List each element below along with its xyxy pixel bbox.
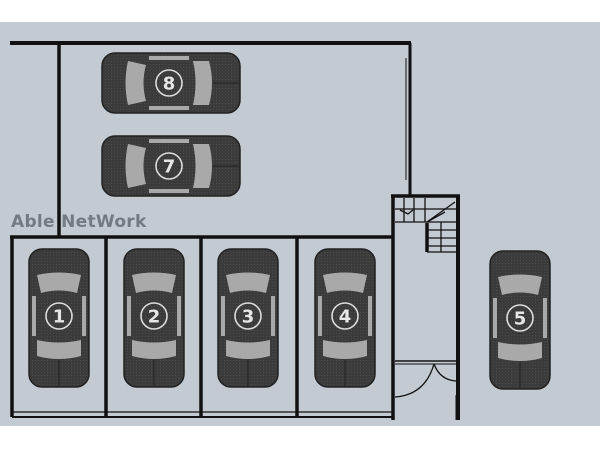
car-4: 4	[314, 248, 376, 388]
car-rear-window	[193, 61, 212, 105]
car-side-window	[543, 298, 547, 338]
upper-lot-walls	[10, 41, 412, 239]
space-number: 5	[514, 309, 527, 330]
car-rear-window	[37, 340, 81, 359]
car-1: 1	[28, 248, 90, 388]
double-door-icon	[394, 360, 457, 398]
number-circle	[155, 69, 183, 97]
car-side-window	[149, 56, 189, 60]
space-number-badge: 3	[234, 302, 262, 330]
car-windshield	[226, 272, 270, 293]
number-circle	[331, 302, 359, 330]
car-windshield	[132, 272, 176, 293]
cars: 1 2 3 4 5 7 8	[28, 52, 551, 390]
staircase-icon	[395, 198, 458, 253]
watermark: Able NetWork	[11, 212, 147, 232]
car-windshield	[498, 274, 542, 295]
car-5: 5	[489, 250, 551, 390]
space-number: 1	[53, 307, 66, 328]
space-number-badge: 7	[155, 152, 183, 180]
car-side-window	[493, 298, 497, 338]
car-rear-window	[132, 340, 176, 359]
car-side-window	[318, 296, 322, 336]
number-circle	[45, 302, 73, 330]
car-side-window	[32, 296, 36, 336]
space-number-badge: 8	[155, 69, 183, 97]
car-8: 8	[101, 52, 241, 114]
car-rear-window	[226, 340, 270, 359]
stair-building	[391, 194, 460, 420]
space-number: 8	[163, 74, 176, 95]
car-rear-window	[498, 342, 542, 361]
space-number-badge: 4	[331, 302, 359, 330]
space-number: 4	[339, 307, 352, 328]
car-windshield	[125, 61, 146, 105]
car-side-window	[221, 296, 225, 336]
car-windshield	[125, 144, 146, 188]
lower-stalls	[10, 195, 395, 420]
car-side-window	[149, 139, 189, 143]
space-number: 2	[148, 307, 161, 328]
space-number-badge: 2	[140, 302, 168, 330]
number-circle	[234, 302, 262, 330]
car-windshield	[323, 272, 367, 293]
car-side-window	[127, 296, 131, 336]
car-7: 7	[101, 135, 241, 197]
car-rear-window	[323, 340, 367, 359]
car-side-window	[271, 296, 275, 336]
car-3: 3	[217, 248, 279, 388]
car-2: 2	[123, 248, 185, 388]
car-rear-window	[193, 144, 212, 188]
space-number-badge: 1	[45, 302, 73, 330]
space-number-badge: 5	[506, 304, 534, 332]
space-number: 3	[242, 307, 255, 328]
car-side-window	[368, 296, 372, 336]
number-circle	[155, 152, 183, 180]
car-windshield	[37, 272, 81, 293]
number-circle	[506, 304, 534, 332]
space-number: 7	[163, 157, 176, 178]
car-side-window	[149, 189, 189, 193]
number-circle	[140, 302, 168, 330]
car-side-window	[149, 106, 189, 110]
car-side-window	[82, 296, 86, 336]
car-side-window	[177, 296, 181, 336]
